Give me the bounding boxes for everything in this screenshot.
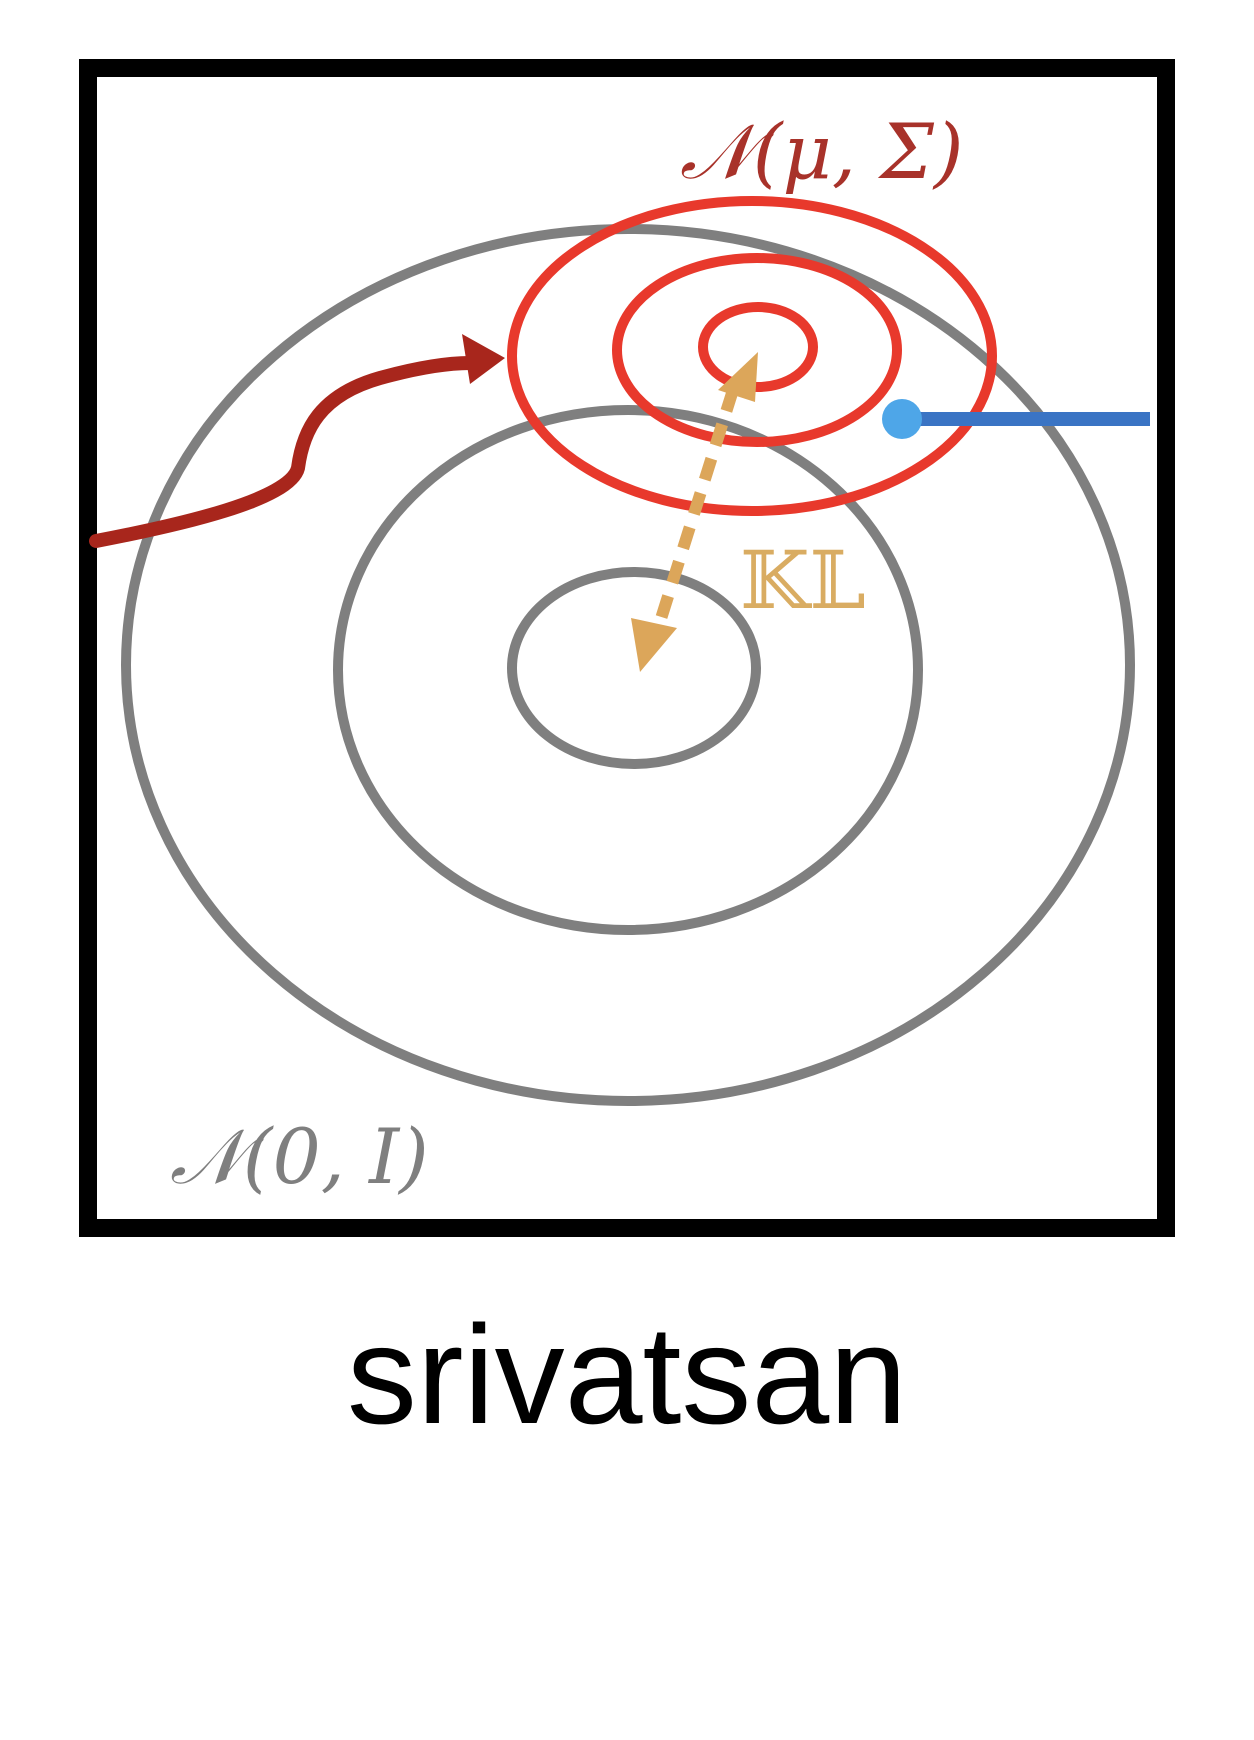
posterior-contour-middle: [612, 253, 902, 447]
prior-contour-inner: [507, 567, 761, 769]
prior-contours: [121, 224, 1135, 1106]
posterior-label: 𝒩(μ, Σ): [680, 107, 964, 196]
prior-label: 𝒩(0, I): [170, 1112, 429, 1201]
posterior-contour-outer: [507, 196, 997, 516]
posterior-contour-inner: [698, 302, 818, 392]
double-arrow-icon: [631, 352, 758, 672]
input-curve: [89, 356, 477, 548]
caption-text: srivatsan: [346, 1296, 908, 1453]
prior-contour-outer: [121, 224, 1135, 1106]
arrowhead-icon: [462, 334, 505, 384]
kl-arrowhead-top: [718, 352, 758, 402]
kl-arrowhead-bottom: [631, 618, 677, 672]
diagram-frame: [79, 59, 1175, 1237]
circle-dot-icon: [882, 399, 922, 439]
kl-dotted-line: [653, 388, 739, 627]
prior-contour-middle: [333, 405, 923, 935]
kl-label: 𝕂𝕃: [740, 534, 866, 627]
posterior-contours: [507, 196, 997, 516]
